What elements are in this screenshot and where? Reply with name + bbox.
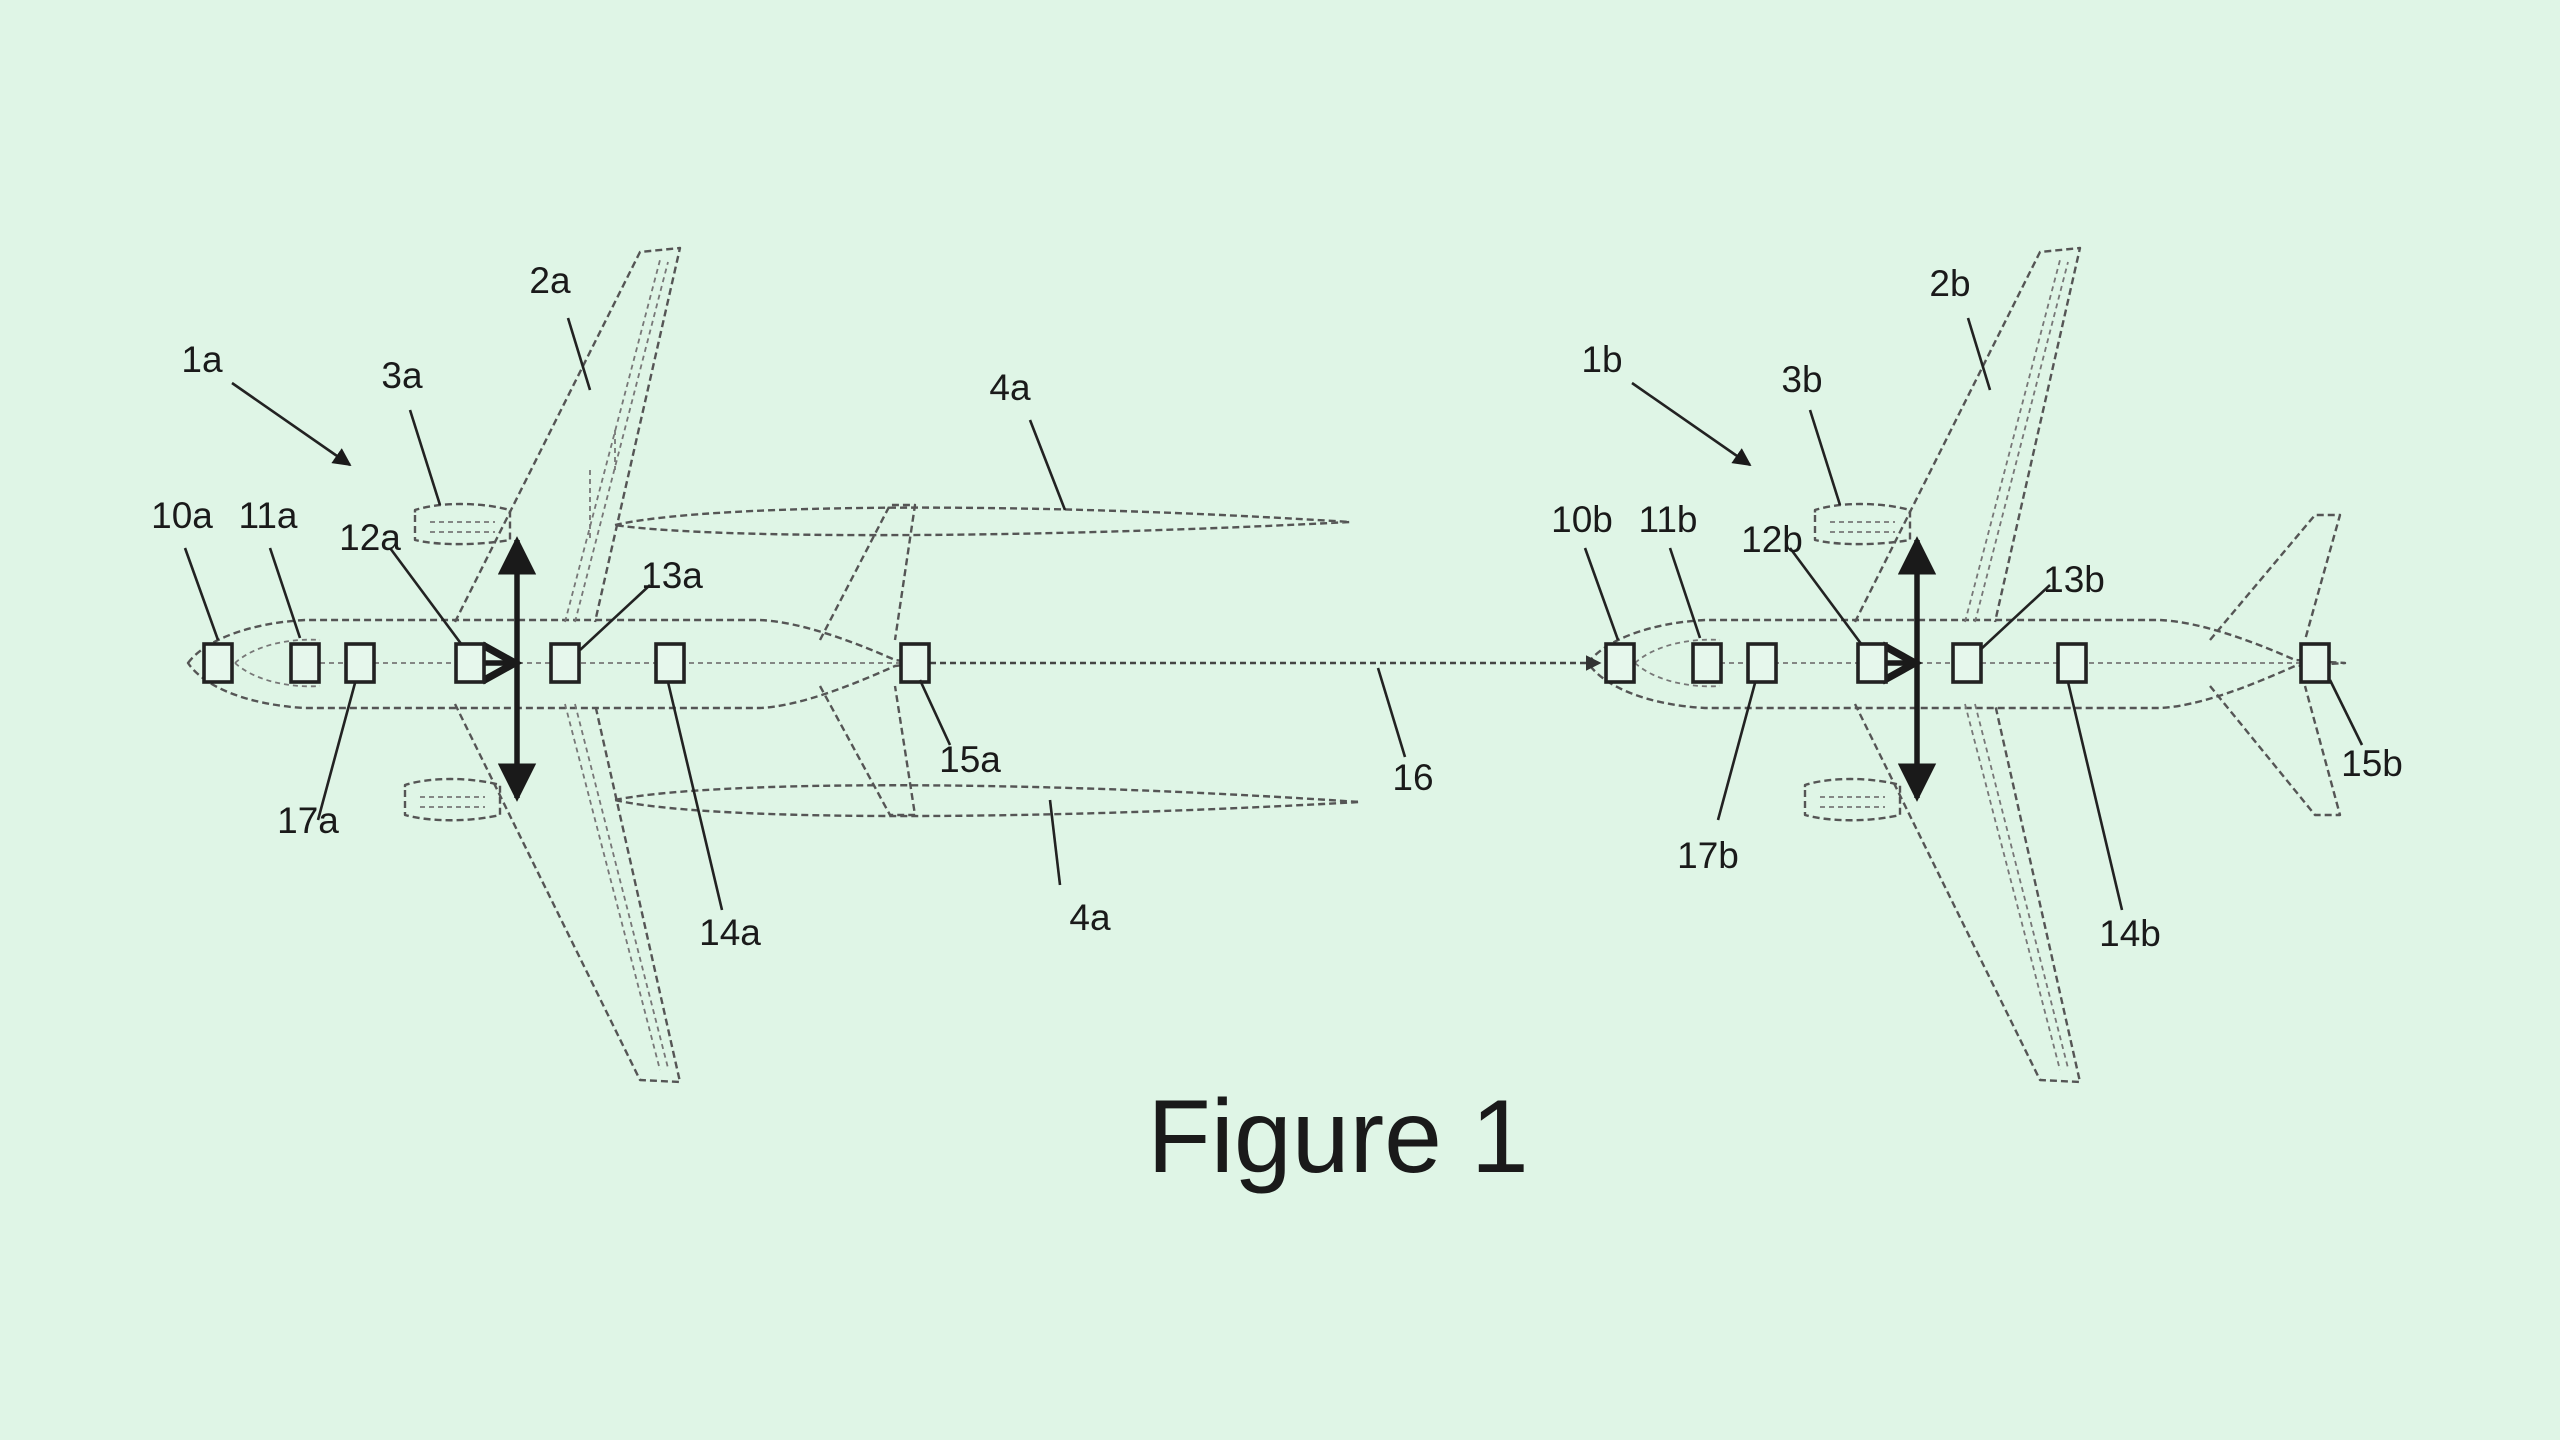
unit-box-12a: [454, 642, 486, 684]
tail-outline: [2209, 513, 2342, 641]
unit-box-14b: [2056, 642, 2088, 684]
unit-box-15a: [899, 642, 931, 684]
leader-16: [1376, 667, 1407, 758]
label-3b: 3b: [1781, 359, 1822, 400]
figure-caption: Figure 1: [1147, 1079, 1529, 1195]
leader-10b: [1583, 547, 1620, 641]
label-13b: 13b: [2043, 559, 2105, 600]
unit-box-12b: [1856, 642, 1888, 684]
leader-2b: [1966, 317, 1992, 391]
leader-13a: [579, 584, 651, 651]
unit-box-14a: [654, 642, 686, 684]
fuselage-outline: [1586, 618, 2347, 710]
leader-2a: [566, 317, 592, 391]
lower-wing-outline: [453, 703, 682, 1084]
label-2a: 2a: [529, 260, 571, 301]
leader-1a: [231, 381, 352, 467]
upper-engine-outline: [1813, 502, 1912, 546]
tail-outline: [818, 503, 917, 641]
label-1b: 1b: [1581, 339, 1622, 380]
leader-15b: [2328, 679, 2364, 746]
label-1a: 1a: [181, 339, 223, 380]
label-15a: 15a: [939, 739, 1001, 780]
label-15b: 15b: [2341, 743, 2403, 784]
leader-14a: [666, 681, 724, 911]
aircraft-1a: [186, 246, 1362, 1084]
unit-box-13a: [549, 642, 581, 684]
leader-12a: [388, 547, 464, 646]
label-11a: 11a: [239, 495, 298, 536]
unit-box-10a: [202, 642, 234, 684]
leader-14b: [2066, 681, 2124, 911]
unit-box-13b: [1951, 642, 1983, 684]
lower-engine-outline: [1803, 777, 1902, 822]
label-10b: 10b: [1551, 499, 1613, 540]
lower-wake-vortex: [613, 784, 1362, 818]
leader-11a: [268, 547, 302, 639]
label-4a-top: 4a: [989, 367, 1031, 408]
upper-wing-outline: [1853, 246, 2082, 623]
unit-box-11a: [289, 642, 321, 684]
leader-13b: [1979, 584, 2051, 651]
leader-11b: [1668, 547, 1702, 639]
leader-4a-top: [1028, 419, 1067, 511]
unit-box-17b: [1746, 642, 1778, 684]
leader-3b: [1808, 409, 1842, 506]
leader-17b: [1716, 682, 1757, 821]
label-12a: 12a: [339, 517, 401, 558]
leader-10a: [183, 547, 220, 641]
label-3a: 3a: [381, 355, 423, 396]
label-14a: 14a: [699, 912, 761, 953]
label-2b: 2b: [1929, 263, 1970, 304]
lower-engine-outline: [403, 777, 502, 822]
label-12b: 12b: [1741, 519, 1803, 560]
unit-box-15b: [2299, 642, 2331, 684]
leader-4a-bottom: [1048, 799, 1062, 886]
unit-box-11b: [1691, 642, 1723, 684]
label-10a: 10a: [151, 495, 213, 536]
lower-wing-outline: [1853, 703, 2082, 1084]
leader-1b: [1631, 381, 1752, 467]
label-16: 16: [1392, 757, 1433, 798]
upper-wake-vortex: [613, 506, 1352, 537]
leader-17a: [316, 682, 357, 821]
label-13a: 13a: [641, 555, 703, 596]
label-17a: 17a: [277, 800, 339, 841]
unit-box-10b: [1604, 642, 1636, 684]
leader-3a: [408, 409, 442, 506]
upper-engine-outline: [413, 502, 512, 546]
upper-wing-outline: [453, 246, 682, 623]
label-14b: 14b: [2099, 913, 2161, 954]
leader-15a: [918, 679, 952, 746]
label-11b: 11b: [1639, 499, 1698, 540]
leader-12b: [1788, 547, 1864, 646]
label-17b: 17b: [1677, 835, 1739, 876]
label-4a-bottom: 4a: [1069, 897, 1111, 938]
unit-box-17a: [344, 642, 376, 684]
